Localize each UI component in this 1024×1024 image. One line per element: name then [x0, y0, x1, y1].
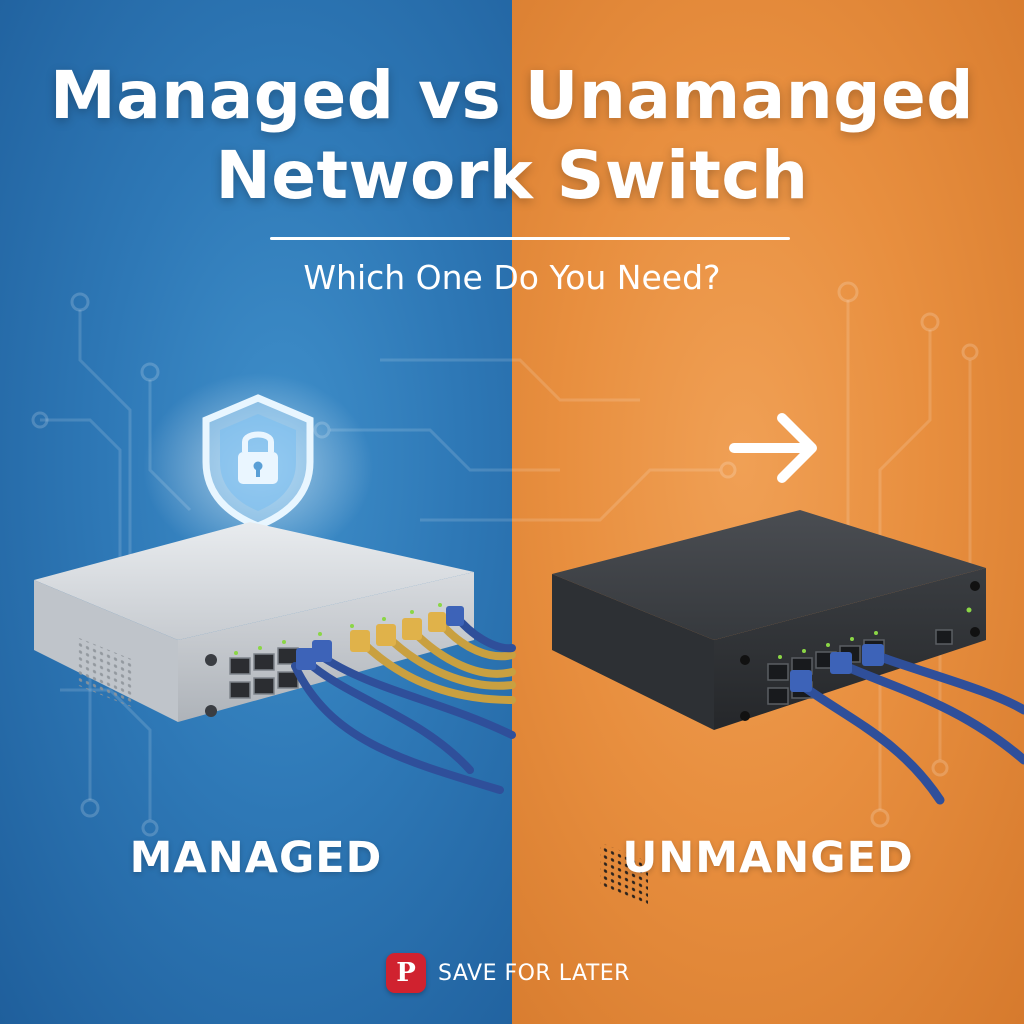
arrow-right-icon — [729, 413, 817, 483]
title-line-1: Managed vs Unamanged — [50, 57, 974, 134]
title-divider — [270, 237, 790, 240]
unmanaged-label: UNMANGED — [622, 833, 914, 883]
page-subtitle: Which One Do You Need? — [303, 258, 721, 297]
unmanaged-switch-illustration — [552, 510, 1024, 906]
page-title: Managed vs Unamanged Network Switch — [0, 56, 1024, 216]
title-line-2: Network Switch — [215, 137, 809, 214]
managed-switch-illustration — [34, 522, 516, 794]
managed-label: MANAGED — [129, 833, 383, 883]
pinterest-letter: P — [396, 958, 416, 988]
save-for-later-button[interactable]: P SAVE FOR LATER — [386, 952, 630, 994]
save-for-later-label: SAVE FOR LATER — [438, 960, 630, 986]
pinterest-icon: P — [386, 953, 426, 993]
shield-lock-icon — [143, 373, 373, 563]
unmanaged-panel-background — [512, 0, 1024, 1024]
